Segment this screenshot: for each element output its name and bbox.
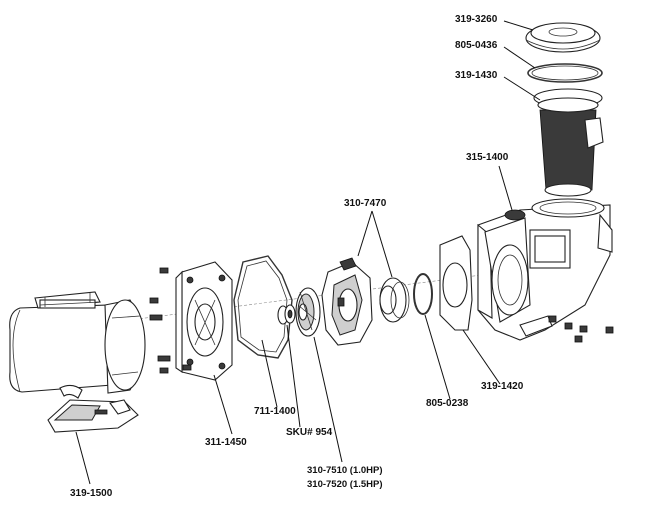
motor-support-drawing bbox=[47, 399, 139, 433]
basket-drawing bbox=[533, 88, 604, 197]
label-lid: 319-3260 bbox=[455, 14, 498, 25]
label-impeller-15hp: 310-7520 (1.5HP) bbox=[307, 479, 383, 490]
diffuser-drawing bbox=[321, 257, 373, 346]
impeller-drawing bbox=[295, 287, 321, 337]
label-seal-plate: 311-1450 bbox=[205, 437, 247, 448]
lid-oring-drawing bbox=[527, 63, 603, 83]
diffuser-ring-drawing bbox=[379, 277, 410, 323]
label-body-gasket: 319-1420 bbox=[481, 381, 524, 392]
label-pump-body: 315-1400 bbox=[466, 152, 509, 163]
seal-plate-drawing bbox=[159, 261, 233, 381]
label-diffuser-oring: 805-0238 bbox=[426, 398, 469, 409]
label-impeller-1hp: 310-7510 (1.0HP) bbox=[307, 465, 383, 476]
body-gasket-drawing bbox=[439, 235, 473, 331]
label-diffuser: 310-7470 bbox=[344, 198, 387, 209]
label-shaft-seal: SKU# 954 bbox=[286, 427, 333, 438]
elbow-fitting bbox=[59, 384, 83, 399]
pump-body-drawing bbox=[477, 198, 614, 343]
motor-bolts bbox=[149, 297, 171, 362]
label-housing-gasket: 711-1400 bbox=[254, 406, 296, 417]
leader-lines bbox=[75, 20, 541, 485]
shaft-seal-drawing bbox=[277, 304, 296, 325]
motor-drawing bbox=[9, 291, 146, 394]
lid-drawing bbox=[525, 22, 601, 53]
label-basket: 319-1430 bbox=[455, 70, 498, 81]
housing-gasket-drawing bbox=[233, 255, 293, 359]
diffuser-oring-drawing bbox=[413, 273, 433, 315]
label-motor-support: 319-1500 bbox=[70, 488, 113, 499]
label-lid-oring: 805-0436 bbox=[455, 40, 498, 51]
